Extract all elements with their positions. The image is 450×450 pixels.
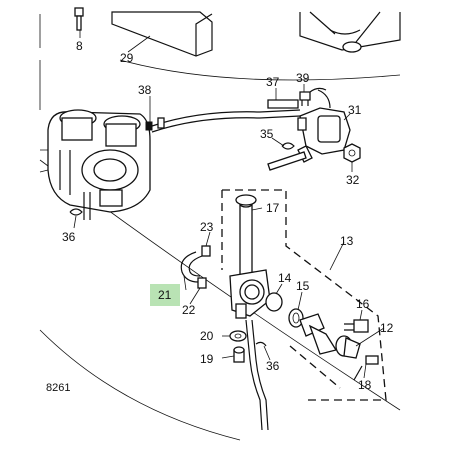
pipe-segment xyxy=(267,151,307,171)
callout-23: 23 xyxy=(200,220,214,234)
washer-20 xyxy=(229,330,247,342)
hose-37 xyxy=(267,99,299,109)
callout-13: 13 xyxy=(340,234,354,248)
callout-12: 12 xyxy=(380,321,394,335)
callout-8: 8 xyxy=(76,39,83,53)
leader-lines xyxy=(73,30,385,379)
screw-18 xyxy=(353,355,379,381)
clip-22 xyxy=(197,277,207,289)
callout-20: 20 xyxy=(200,329,214,343)
callout-29: 29 xyxy=(120,51,134,65)
callout-14: 14 xyxy=(278,271,292,285)
drain-screw-19 xyxy=(233,346,245,363)
hose-21 xyxy=(180,251,203,283)
bolt-8 xyxy=(74,7,84,31)
washer-15 xyxy=(288,308,304,328)
callout-18: 18 xyxy=(358,378,372,392)
callout-39: 39 xyxy=(296,71,310,85)
callout-22: 22 xyxy=(182,303,196,317)
carburetor-assembly xyxy=(39,109,151,220)
diagram-id: 8261 xyxy=(46,382,70,394)
clip-23 xyxy=(201,245,211,257)
clamp-36-left xyxy=(69,208,83,216)
nut-32 xyxy=(343,143,361,163)
assembly-13-outline xyxy=(221,189,387,401)
callout-15: 15 xyxy=(296,279,310,293)
callout-38: 38 xyxy=(138,83,152,97)
clip-39 xyxy=(299,91,311,106)
screw-16 xyxy=(344,319,369,333)
clamp-35 xyxy=(281,142,295,150)
highlight-box xyxy=(150,284,180,306)
callout-32: 32 xyxy=(346,173,360,187)
strainer-17 xyxy=(235,194,257,277)
fuel-cock-body xyxy=(229,269,271,319)
callout-36-left: 36 xyxy=(62,230,76,244)
o-ring-14 xyxy=(265,292,283,312)
callout-19: 19 xyxy=(200,352,214,366)
callout-17: 17 xyxy=(266,201,280,215)
knob-12 xyxy=(335,335,361,359)
drain-hose-36 xyxy=(245,319,269,431)
callout-21: 21 xyxy=(158,288,172,302)
tank-frame xyxy=(39,11,401,441)
callouts: 8 29 37 39 38 31 35 32 17 36 13 23 14 15… xyxy=(46,39,394,394)
fuel-hose-38 xyxy=(145,109,301,133)
callout-31: 31 xyxy=(348,103,362,117)
callout-36-bottom: 36 xyxy=(266,359,280,373)
callout-37: 37 xyxy=(266,75,280,89)
callout-35: 35 xyxy=(260,127,274,141)
callout-16: 16 xyxy=(356,297,370,311)
